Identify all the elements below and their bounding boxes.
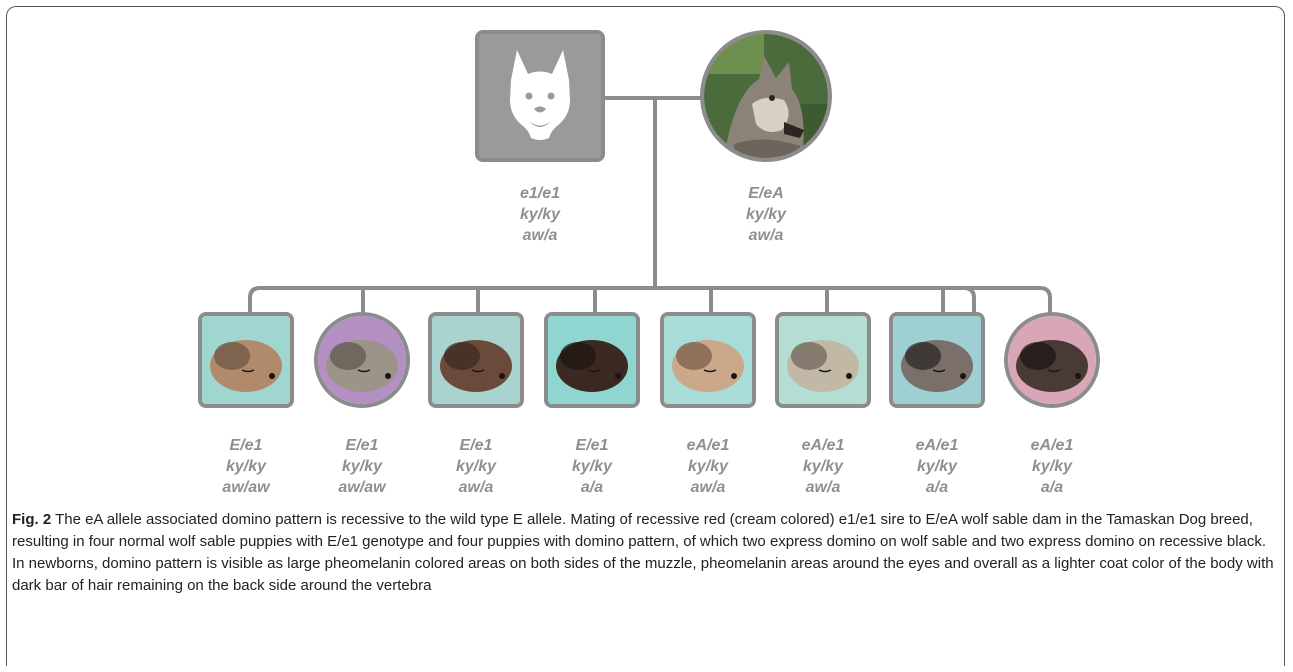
figure-frame <box>6 6 1285 666</box>
puppy-genotype-line: ky/ky <box>455 458 497 475</box>
puppy-genotype-line: ky/ky <box>802 458 844 475</box>
dam-genotype: E/eA ky/ky aw/a <box>726 183 806 246</box>
puppy-genotype-line: eA/e1 <box>1030 437 1074 454</box>
puppy-genotype-line: E/e1 <box>459 437 493 454</box>
puppy-genotype-line: E/e1 <box>229 437 263 454</box>
sire-genotype-e: e1/e1 <box>519 185 561 202</box>
puppy-genotype-line: aw/aw <box>222 479 270 496</box>
sire-genotype-k: ky/ky <box>519 206 561 223</box>
puppy-genotype-line: eA/e1 <box>686 437 730 454</box>
puppy-node <box>660 312 756 408</box>
figure-label: Fig. 2 <box>12 511 52 528</box>
dam-photo <box>704 34 828 158</box>
puppy-genotype-line: E/e1 <box>575 437 609 454</box>
puppy-genotype-line: aw/a <box>805 479 841 496</box>
puppy-photo <box>893 316 981 404</box>
puppy-genotype-line: aw/a <box>690 479 726 496</box>
puppy-photo <box>318 316 406 404</box>
puppy-genotype-line: ky/ky <box>1031 458 1073 475</box>
dog-silhouette-icon <box>510 50 570 140</box>
puppy-genotype: eA/e1 ky/ky aw/a <box>663 435 753 498</box>
figure-caption: Fig. 2 The eA allele associated domino p… <box>12 509 1280 597</box>
puppy-genotype-line: a/a <box>1040 479 1064 496</box>
puppy-photo <box>779 316 867 404</box>
puppy-genotype-line: aw/a <box>458 479 494 496</box>
puppy-node <box>775 312 871 408</box>
pup-drop-line <box>962 286 1052 316</box>
puppy-node <box>889 312 985 408</box>
puppy-genotype: eA/e1 ky/ky a/a <box>1007 435 1097 498</box>
dam-genotype-e: E/eA <box>748 185 784 202</box>
puppy-genotype-line: ky/ky <box>341 458 383 475</box>
dam-genotype-k: ky/ky <box>745 206 787 223</box>
puppy-node <box>428 312 524 408</box>
puppy-genotype: eA/e1 ky/ky a/a <box>892 435 982 498</box>
puppy-genotype-line: eA/e1 <box>801 437 845 454</box>
sibship-line <box>248 286 976 316</box>
puppy-node <box>198 312 294 408</box>
dam-node <box>700 30 832 162</box>
puppy-genotype-line: ky/ky <box>916 458 958 475</box>
dam-genotype-a: aw/a <box>748 227 784 244</box>
puppy-genotype: E/e1 ky/ky aw/a <box>431 435 521 498</box>
puppy-photo <box>202 316 290 404</box>
puppy-node <box>314 312 410 408</box>
sire-genotype: e1/e1 ky/ky aw/a <box>500 183 580 246</box>
puppy-genotype: eA/e1 ky/ky aw/a <box>778 435 868 498</box>
puppy-genotype-line: a/a <box>580 479 604 496</box>
puppy-genotype: E/e1 ky/ky aw/aw <box>317 435 407 498</box>
puppy-node <box>1004 312 1100 408</box>
puppy-genotype-line: ky/ky <box>687 458 729 475</box>
puppy-photo <box>1008 316 1096 404</box>
puppy-genotype-line: E/e1 <box>345 437 379 454</box>
puppy-genotype-line: ky/ky <box>571 458 613 475</box>
puppy-genotype-line: ky/ky <box>225 458 267 475</box>
puppy-genotype-line: aw/aw <box>338 479 386 496</box>
caption-text: The eA allele associated domino pattern … <box>12 511 1274 594</box>
puppy-photo <box>664 316 752 404</box>
puppy-genotype: E/e1 ky/ky a/a <box>547 435 637 498</box>
puppy-photo <box>432 316 520 404</box>
puppy-node <box>544 312 640 408</box>
puppy-photo <box>548 316 636 404</box>
puppy-genotype-line: a/a <box>925 479 949 496</box>
sire-genotype-a: aw/a <box>522 227 558 244</box>
puppy-genotype-line: eA/e1 <box>915 437 959 454</box>
sire-node <box>475 30 605 162</box>
puppy-genotype: E/e1 ky/ky aw/aw <box>201 435 291 498</box>
